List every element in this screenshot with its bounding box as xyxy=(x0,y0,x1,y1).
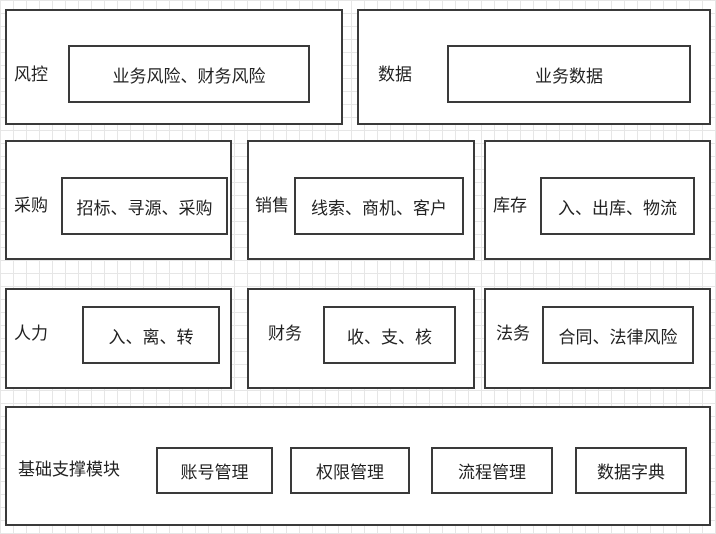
purchase-module: 采购 招标、寻源、采购 xyxy=(5,140,232,260)
data-box: 业务数据 xyxy=(447,45,691,103)
workflow-management-box: 流程管理 xyxy=(431,447,553,494)
legal-label: 法务 xyxy=(496,324,530,344)
data-module: 数据 业务数据 xyxy=(357,9,711,125)
basic-support-label: 基础支撑模块 xyxy=(18,460,120,480)
risk-control-label: 风控 xyxy=(14,65,48,85)
finance-label: 财务 xyxy=(268,324,302,344)
hr-label: 人力 xyxy=(14,324,48,344)
permission-management-box: 权限管理 xyxy=(290,447,410,494)
legal-box: 合同、法律风险 xyxy=(542,306,694,364)
data-label: 数据 xyxy=(378,65,412,85)
data-dictionary-box: 数据字典 xyxy=(575,447,687,494)
finance-module: 财务 收、支、核 xyxy=(247,288,475,389)
account-management-box: 账号管理 xyxy=(156,447,273,494)
basic-support-module: 基础支撑模块 账号管理 权限管理 流程管理 数据字典 xyxy=(5,406,711,526)
inventory-box: 入、出库、物流 xyxy=(540,177,695,235)
inventory-label: 库存 xyxy=(493,196,527,216)
sales-module: 销售 线索、商机、客户 xyxy=(247,140,475,260)
hr-module: 人力 入、离、转 xyxy=(5,288,232,389)
risk-control-box: 业务风险、财务风险 xyxy=(68,45,310,103)
sales-box: 线索、商机、客户 xyxy=(294,177,464,235)
purchase-label: 采购 xyxy=(14,196,48,216)
finance-box: 收、支、核 xyxy=(323,306,456,364)
inventory-module: 库存 入、出库、物流 xyxy=(484,140,711,260)
hr-box: 入、离、转 xyxy=(82,306,220,364)
purchase-box: 招标、寻源、采购 xyxy=(61,177,228,235)
sales-label: 销售 xyxy=(255,196,289,216)
legal-module: 法务 合同、法律风险 xyxy=(484,288,711,389)
risk-control-module: 风控 业务风险、财务风险 xyxy=(5,9,343,125)
